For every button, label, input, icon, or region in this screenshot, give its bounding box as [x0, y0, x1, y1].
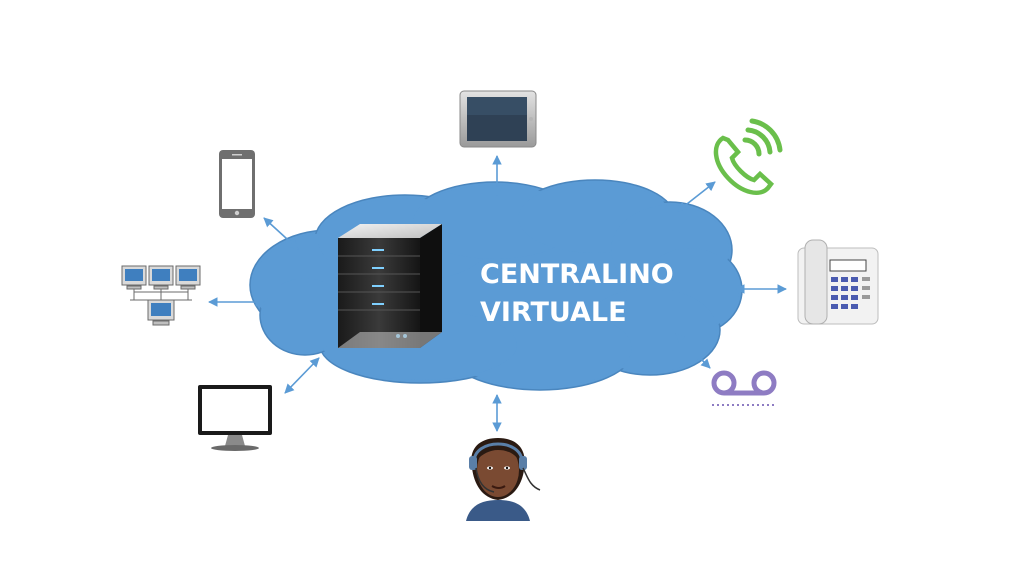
network-computers-icon: [121, 265, 201, 326]
arrow-voicemail: [675, 333, 711, 369]
connector-arrows: [208, 155, 787, 432]
operator-headset-icon: [466, 438, 541, 521]
cloud-title: CENTRALINO VIRTUALE: [480, 256, 700, 332]
cloud-title-line-2: VIRTUALE: [480, 297, 627, 328]
tablet-icon: [459, 90, 537, 148]
cloud-title-line-1: CENTRALINO: [480, 259, 674, 290]
arrow-monitor: [284, 357, 320, 394]
monitor-icon: [198, 385, 272, 451]
arrow-smartphone: [263, 217, 299, 250]
desk-phone-icon: [797, 239, 879, 325]
arrow-phone-call: [677, 181, 716, 212]
voicemail-icon: [711, 370, 777, 406]
smartphone-icon: [219, 150, 255, 218]
phone-call-icon: [713, 118, 783, 195]
server-icon: [338, 224, 442, 348]
